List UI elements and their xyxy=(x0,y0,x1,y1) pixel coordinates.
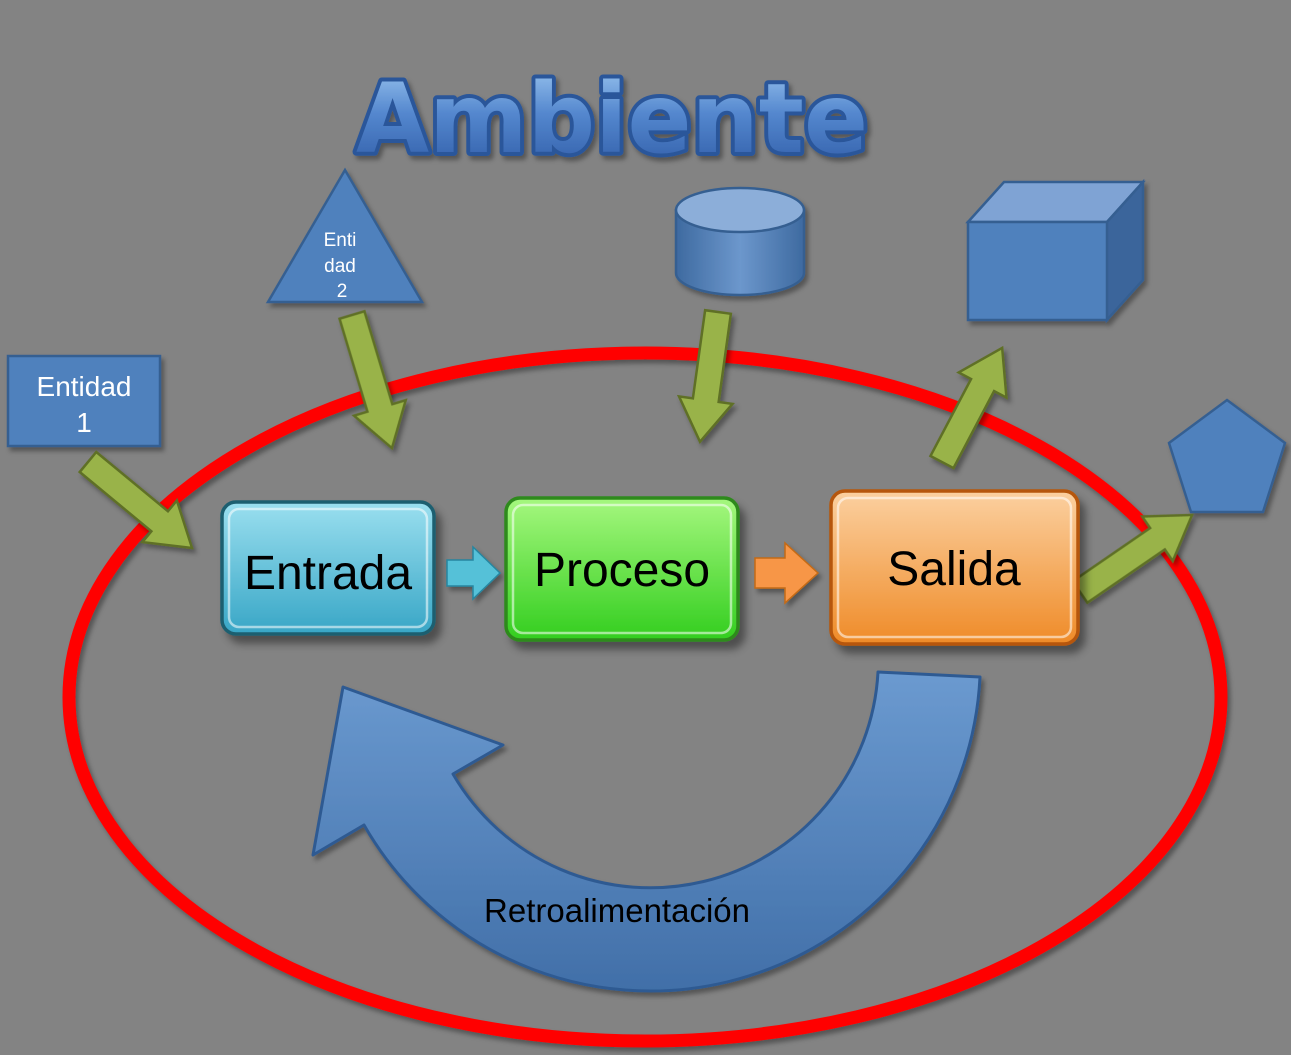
proceso-label: Proceso xyxy=(534,544,710,597)
entrada-box-bevel xyxy=(227,507,429,629)
entity1-box xyxy=(6,354,162,448)
entity2-label-line1: Enti xyxy=(324,230,357,251)
proceso-box: Proceso xyxy=(504,496,740,642)
output-arrow-cube xyxy=(928,345,1008,470)
entity1-label-line2: 1 xyxy=(76,407,92,438)
salida-box-bg xyxy=(829,489,1080,646)
environment-title: Ambiente xyxy=(356,63,868,175)
salida-label: Salida xyxy=(887,543,1021,596)
triangle-entity-shape xyxy=(265,167,425,304)
system-boundary-ellipse xyxy=(62,346,1228,1048)
proceso-to-salida-arrow xyxy=(754,541,820,605)
salida-box-bevel xyxy=(836,496,1073,639)
cube-shape xyxy=(965,178,1146,324)
proceso-box-bevel xyxy=(511,503,733,635)
pentagon-shape xyxy=(1167,398,1287,514)
flow-arrows xyxy=(77,308,1194,605)
entrada-box-bg xyxy=(220,500,436,636)
entity1-label-line1: Entidad xyxy=(37,371,132,402)
cube-front-face xyxy=(966,220,1109,322)
cylinder-body xyxy=(674,208,806,297)
entity2-label-line3: 2 xyxy=(337,281,348,302)
cylinder-top xyxy=(674,186,806,234)
proceso-box-bg xyxy=(504,496,740,642)
cylinder-shape xyxy=(674,186,806,297)
feedback-arrow xyxy=(311,670,982,993)
entity2-label-line2: dad xyxy=(324,256,356,277)
entity1-shape: Entidad 1 xyxy=(6,354,162,448)
entrada-to-proceso-arrow xyxy=(446,545,502,601)
input-arrow-cylinder xyxy=(676,308,735,445)
salida-box: Salida xyxy=(829,489,1080,646)
output-arrow-pentagon xyxy=(1070,513,1194,605)
input-arrow-entity2 xyxy=(337,309,408,451)
entrada-label: Entrada xyxy=(244,547,412,600)
entrada-box: Entrada xyxy=(220,500,436,636)
input-arrow-entity1 xyxy=(77,450,194,550)
feedback-label: Retroalimentación xyxy=(484,892,750,929)
